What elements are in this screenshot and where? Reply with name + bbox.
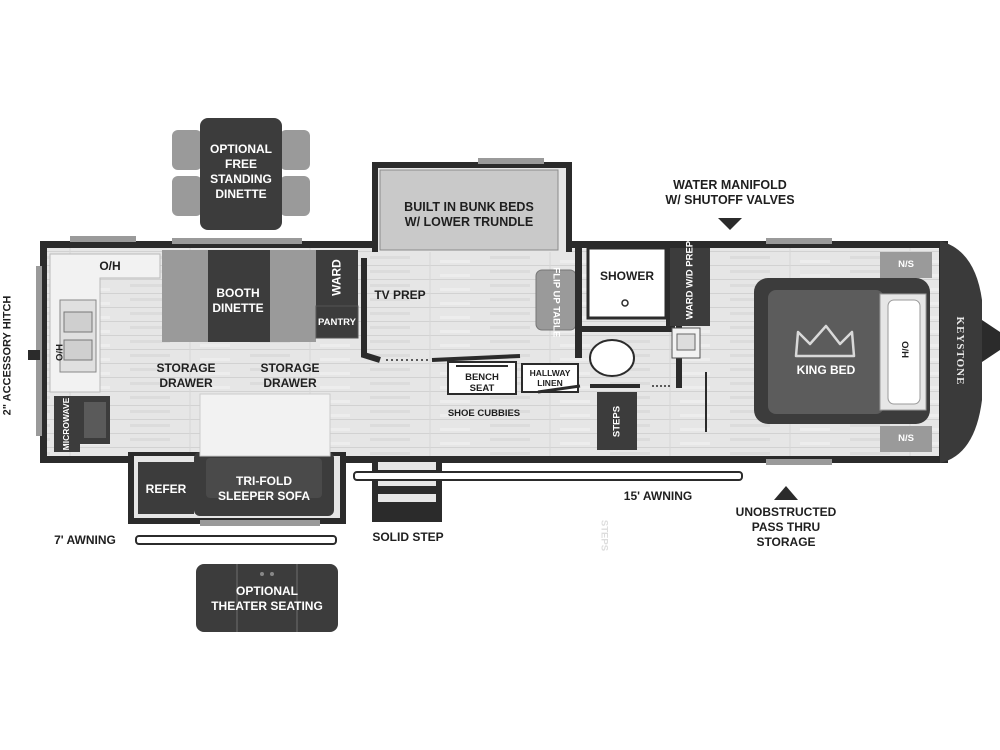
pantry-cabinet: [315, 305, 359, 339]
pass-thru-storage-label: UNOBSTRUCTED PASS THRU STORAGE: [735, 505, 837, 549]
hall-wall: [431, 354, 521, 362]
nightstand-bottom-label: N/S: [898, 433, 914, 444]
water-manifold-label: WATER MANIFOLD W/ SHUTOFF VALVES: [665, 178, 795, 207]
accessory-hitch-mount: [28, 350, 40, 360]
tv-prep-label: TV PREP: [374, 288, 426, 302]
ward-front-label: WARD: [329, 259, 344, 296]
optional-dinette-label: OPTIONAL FREE STANDING DINETTE: [210, 142, 272, 201]
toilet: [589, 339, 635, 377]
pantry-label: PANTRY: [318, 317, 356, 328]
bunk-slideout: [372, 158, 572, 252]
storage-drawer-right-label: STORAGE DRAWER: [260, 361, 320, 390]
king-bed: [754, 278, 930, 424]
optional-theater-seating: [196, 564, 338, 632]
booth-dinette: [162, 250, 316, 342]
bench-seat-label: BENCH SEAT: [465, 372, 499, 394]
overhead-cabinet-label: O/H: [99, 259, 121, 273]
front-wardrobe: [316, 250, 358, 306]
hallway-linen-cabinet: [521, 363, 579, 393]
solid-step: [372, 456, 442, 522]
keystone-brand: KEYSTONE: [954, 316, 966, 386]
booth-dinette-label: BOOTH DINETTE: [212, 286, 264, 315]
interior-steps: [597, 392, 637, 450]
awning-15-label: 15' AWNING: [623, 489, 693, 503]
microwave-unit: [54, 396, 80, 452]
bench-seat: [447, 361, 517, 395]
king-bed-label: KING BED: [796, 363, 856, 377]
range-stove: [80, 396, 110, 444]
nightstand-top: [880, 252, 932, 278]
awning-15: [353, 471, 743, 481]
nightstand-top-label: N/S: [898, 259, 914, 270]
tri-fold-sleeper-sofa: [194, 452, 334, 516]
accessory-hitch-label: 2" ACCESSORY HITCH: [1, 295, 14, 416]
tv-wall: [361, 258, 381, 363]
shower-stall: [586, 246, 668, 320]
microwave-label: MICROWAVE: [61, 397, 71, 451]
awning-7-label: 7' AWNING: [54, 533, 116, 547]
coffee-area: [199, 393, 331, 457]
headboard-label: H/O: [900, 341, 912, 358]
theater-seating-label: OPTIONAL THEATER SEATING: [211, 584, 323, 613]
bath-sink: [671, 327, 701, 359]
bunk-beds-label: BUILT IN BUNK BEDS W/ LOWER TRUNDLE: [404, 200, 534, 229]
interior-steps-label: STEPS: [611, 405, 623, 438]
solid-step-label: SOLID STEP: [372, 530, 444, 544]
flip-up-table-label: FLIP UP TABLE: [550, 267, 562, 338]
optional-free-standing-dinette: [172, 118, 310, 230]
awning-7: [135, 535, 337, 545]
faint-steps-label: STEPS: [598, 519, 610, 552]
shoe-cubbies-label: SHOE CUBBIES: [447, 408, 521, 419]
nightstand-bottom: [880, 426, 932, 452]
water-manifold-arrow: [718, 218, 742, 230]
ward-wd-prep-cabinet: [670, 248, 710, 326]
sleeper-sofa-label: TRI-FOLD SLEEPER SOFA: [217, 474, 311, 503]
refrigerator: [138, 462, 194, 514]
side-overhead-label: O/H: [54, 344, 66, 361]
refer-label: REFER: [145, 482, 187, 496]
ward-wd-prep-label: WARD W/D PREP: [684, 240, 696, 320]
storage-drawer-left-label: STORAGE DRAWER: [156, 361, 216, 390]
pass-thru-arrow: [774, 486, 798, 500]
shower-label: SHOWER: [600, 269, 654, 283]
crown-icon: [794, 324, 856, 358]
hallway-linen-label: HALLWAY LINEN: [529, 368, 571, 388]
kitchen-counter: [49, 253, 161, 393]
